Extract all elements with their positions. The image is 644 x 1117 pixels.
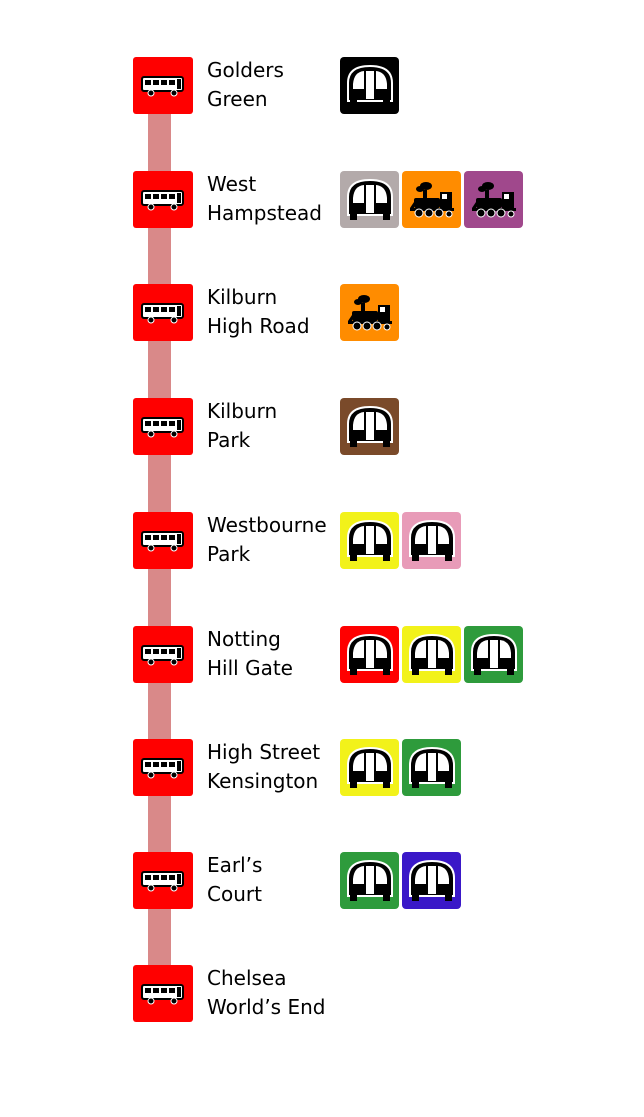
interchange-services [340, 284, 399, 341]
bus-stop-tile[interactable] [133, 626, 193, 683]
steam-train-icon [406, 180, 458, 220]
interchange-services [340, 57, 399, 114]
stop-name-line1: Golders [207, 58, 284, 82]
stop-name-line1: High Street [207, 740, 321, 764]
bus-icon [139, 528, 187, 554]
rail-service-tile[interactable] [340, 284, 399, 341]
stop-name-line1: West [207, 172, 257, 196]
bus-icon [139, 414, 187, 440]
stop-name-line2: Hampstead [207, 201, 322, 225]
stop-name-line1: Westbourne [207, 513, 327, 537]
bus-stop-tile[interactable] [133, 852, 193, 909]
stop-name-line2: Park [207, 542, 251, 566]
underground-service-tile[interactable] [340, 739, 399, 796]
underground-service-tile[interactable] [402, 739, 461, 796]
underground-train-icon [344, 63, 396, 109]
interchange-services [340, 626, 523, 683]
underground-train-icon [406, 518, 458, 564]
bus-stop-tile[interactable] [133, 57, 193, 114]
underground-service-tile[interactable] [340, 57, 399, 114]
stop-name-line2: Court [207, 882, 262, 906]
stop-name-line2: Park [207, 428, 251, 452]
bus-stop-tile[interactable] [133, 965, 193, 1022]
interchange-services [340, 398, 399, 455]
bus-icon [139, 73, 187, 99]
bus-stop-tile[interactable] [133, 398, 193, 455]
bus-icon [139, 868, 187, 894]
stop-name-line2: Green [207, 87, 268, 111]
underground-train-icon [344, 632, 396, 678]
underground-service-tile[interactable] [402, 512, 461, 569]
stop-name-line1: Earl’s [207, 853, 263, 877]
underground-service-tile[interactable] [340, 398, 399, 455]
underground-train-icon [344, 745, 396, 791]
underground-service-tile[interactable] [340, 852, 399, 909]
underground-service-tile[interactable] [340, 512, 399, 569]
stop-name-line1: Kilburn [207, 399, 278, 423]
stop-name-line2: Kensington [207, 769, 319, 793]
rail-service-tile[interactable] [402, 171, 461, 228]
bus-stop-tile[interactable] [133, 512, 193, 569]
bus-icon [139, 981, 187, 1007]
stop-name-line1: Notting [207, 627, 281, 651]
interchange-services [340, 512, 461, 569]
bus-icon [139, 300, 187, 326]
stop-name-line2: World’s End [207, 995, 326, 1019]
interchange-services [340, 739, 461, 796]
interchange-services [340, 171, 523, 228]
underground-service-tile[interactable] [340, 171, 399, 228]
underground-service-tile[interactable] [402, 852, 461, 909]
steam-train-icon [468, 180, 520, 220]
stop-name-line1: Kilburn [207, 285, 278, 309]
underground-train-icon [344, 177, 396, 223]
stop-name-line1: Chelsea [207, 966, 287, 990]
underground-train-icon [468, 632, 520, 678]
underground-service-tile[interactable] [464, 626, 523, 683]
underground-service-tile[interactable] [402, 626, 461, 683]
underground-train-icon [406, 632, 458, 678]
interchange-services [340, 852, 461, 909]
rail-service-tile[interactable] [464, 171, 523, 228]
steam-train-icon [344, 293, 396, 333]
stop-name-line2: Hill Gate [207, 656, 293, 680]
bus-icon [139, 642, 187, 668]
bus-stop-tile[interactable] [133, 171, 193, 228]
underground-train-icon [344, 858, 396, 904]
bus-stop-tile[interactable] [133, 739, 193, 796]
bus-stop-tile[interactable] [133, 284, 193, 341]
underground-train-icon [406, 858, 458, 904]
underground-train-icon [344, 518, 396, 564]
stop-name-line2: High Road [207, 314, 310, 338]
underground-service-tile[interactable] [340, 626, 399, 683]
underground-train-icon [406, 745, 458, 791]
bus-icon [139, 187, 187, 213]
underground-train-icon [344, 404, 396, 450]
bus-icon [139, 755, 187, 781]
